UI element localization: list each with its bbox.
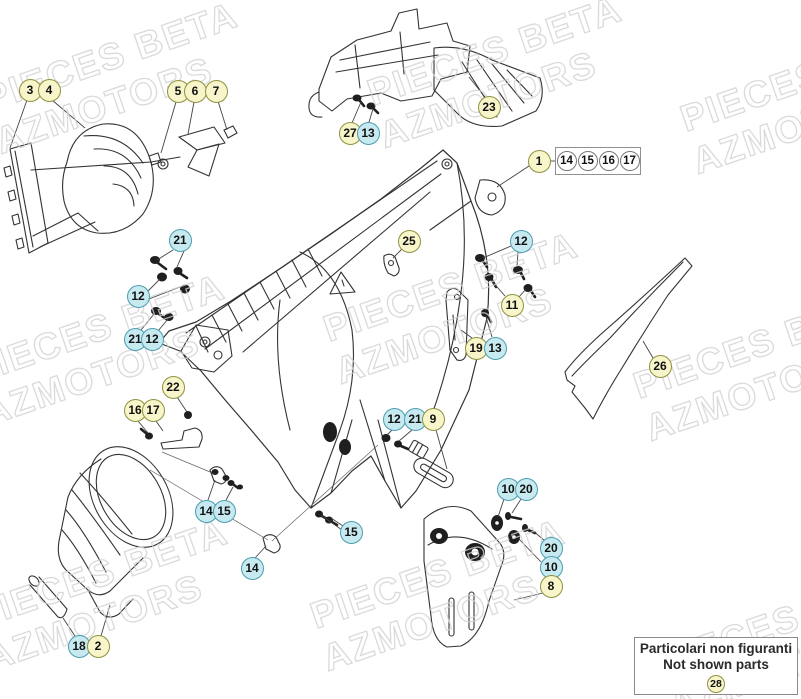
callout-8: 8 (539, 574, 563, 598)
callout-18: 18 (67, 634, 91, 658)
legend-callout-16: 16 (598, 151, 619, 171)
callout-17: 17 (141, 398, 165, 422)
callout-4: 4 (37, 78, 61, 102)
callout-21: 21 (168, 228, 192, 252)
callout-12: 12 (126, 284, 150, 308)
callout-13: 13 (356, 121, 380, 145)
callout-12: 12 (140, 327, 164, 351)
legend-callout-14: 14 (556, 151, 577, 171)
callout-26: 26 (648, 354, 672, 378)
callout-23: 23 (477, 95, 501, 119)
callout-6: 6 (183, 79, 207, 103)
callout-12: 12 (382, 407, 406, 431)
note-line-italian: Particolari non figuranti (639, 641, 793, 656)
not-shown-parts-box: Particolari non figuranti Not shown part… (634, 637, 798, 695)
note-line-english: Not shown parts (663, 657, 769, 672)
callout-28: 28 (707, 675, 725, 693)
callout-2: 2 (86, 634, 110, 658)
callout-22: 22 (161, 375, 185, 399)
callout-20: 20 (514, 477, 538, 501)
callout-7: 7 (204, 79, 228, 103)
callout-9: 9 (421, 407, 445, 431)
callout-14: 14 (240, 556, 264, 580)
callout-25: 25 (397, 229, 421, 253)
callout-15: 15 (212, 499, 236, 523)
callout-11: 11 (500, 293, 524, 317)
callout-1: 1 (527, 149, 551, 173)
callout-16: 16 (123, 398, 147, 422)
legend-callout-15: 15 (577, 151, 598, 171)
legend-callout-17: 17 (619, 151, 640, 171)
callout-15: 15 (339, 520, 363, 544)
callout-14: 14 (194, 499, 218, 523)
callout-27: 27 (338, 121, 362, 145)
callout-13: 13 (483, 336, 507, 360)
callout-12: 12 (509, 229, 533, 253)
callout-20: 20 (539, 536, 563, 560)
callout-21: 21 (123, 327, 147, 351)
